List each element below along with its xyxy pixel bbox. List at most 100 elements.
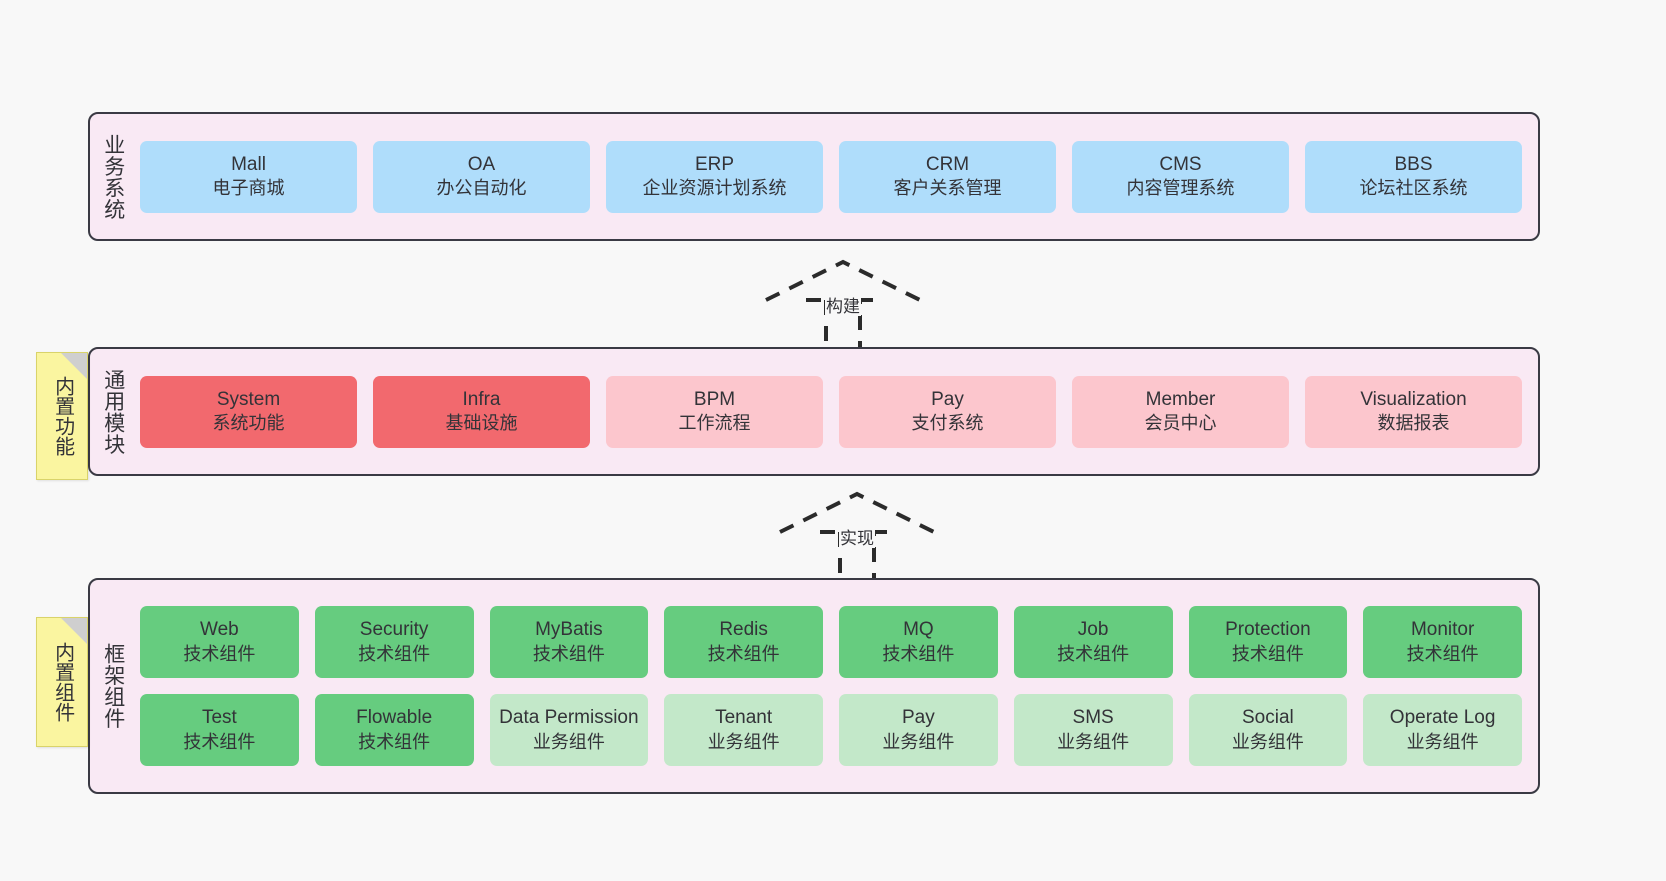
card-row: System 系统功能 Infra 基础设施 BPM 工作流程 Pay 支付系统… bbox=[140, 375, 1522, 448]
card-title: Tenant bbox=[715, 707, 773, 729]
card-operate-log[interactable]: Operate Log 业务组件 bbox=[1363, 694, 1522, 766]
card-pay[interactable]: Pay 支付系统 bbox=[839, 375, 1056, 448]
card-title: MQ bbox=[903, 619, 934, 641]
card-subtitle: 技术组件 bbox=[1231, 643, 1304, 664]
card-mall[interactable]: Mall 电子商城 bbox=[140, 140, 357, 213]
card-subtitle: 技术组件 bbox=[358, 731, 431, 752]
connector-implement-label-wrap: 实现 bbox=[772, 524, 942, 549]
card-subtitle: 系统功能 bbox=[212, 413, 285, 434]
card-title: Job bbox=[1077, 619, 1109, 641]
card-subtitle: 办公自动化 bbox=[436, 178, 527, 199]
card-subtitle: 技术组件 bbox=[1057, 643, 1130, 664]
layer-framework-components-title: 框架组件 bbox=[101, 643, 125, 729]
card-redis[interactable]: Redis 技术组件 bbox=[664, 606, 823, 678]
card-title: BBS bbox=[1394, 153, 1433, 175]
connector-build: 构建 bbox=[758, 258, 928, 358]
card-mq[interactable]: MQ 技术组件 bbox=[839, 606, 998, 678]
card-visualization[interactable]: Visualization 数据报表 bbox=[1305, 375, 1522, 448]
card-pay-component[interactable]: Pay 业务组件 bbox=[839, 694, 998, 766]
card-infra[interactable]: Infra 基础设施 bbox=[373, 375, 590, 448]
note-builtin-function-label: 内置功能 bbox=[51, 376, 74, 456]
card-title: Member bbox=[1145, 388, 1216, 410]
card-title: Pay bbox=[902, 707, 935, 729]
card-subtitle: 业务组件 bbox=[882, 731, 955, 752]
layer-framework-components: 框架组件 Web 技术组件 Security 技术组件 MyBatis 技术组件… bbox=[88, 578, 1540, 794]
connector-build-label-wrap: 构建 bbox=[758, 292, 928, 317]
note-builtin-component: 内置组件 bbox=[36, 617, 88, 747]
card-erp[interactable]: ERP 企业资源计划系统 bbox=[606, 140, 823, 213]
card-title: Monitor bbox=[1410, 619, 1475, 641]
card-system[interactable]: System 系统功能 bbox=[140, 375, 357, 448]
card-subtitle: 业务组件 bbox=[707, 731, 780, 752]
card-title: Redis bbox=[719, 619, 768, 641]
card-title: CMS bbox=[1159, 153, 1202, 175]
card-title: Visualization bbox=[1360, 388, 1467, 410]
card-subtitle: 工作流程 bbox=[678, 413, 751, 434]
card-subtitle: 技术组件 bbox=[882, 643, 955, 664]
card-tenant[interactable]: Tenant 业务组件 bbox=[664, 694, 823, 766]
card-subtitle: 论坛社区系统 bbox=[1359, 178, 1468, 199]
layer-business-systems-body: Mall 电子商城 OA 办公自动化 ERP 企业资源计划系统 CRM 客户关系… bbox=[136, 114, 1538, 239]
card-title: Protection bbox=[1225, 619, 1311, 641]
card-title: Data Permission bbox=[499, 707, 639, 729]
note-builtin-component-label: 内置组件 bbox=[51, 642, 74, 722]
card-title: Web bbox=[200, 619, 239, 641]
layer-common-modules: 通用模块 System 系统功能 Infra 基础设施 BPM 工作流程 Pay… bbox=[88, 347, 1540, 476]
card-title: SMS bbox=[1072, 707, 1114, 729]
card-bpm[interactable]: BPM 工作流程 bbox=[606, 375, 823, 448]
card-job[interactable]: Job 技术组件 bbox=[1013, 606, 1173, 678]
card-subtitle: 企业资源计划系统 bbox=[642, 178, 787, 199]
card-crm[interactable]: CRM 客户关系管理 bbox=[839, 140, 1056, 213]
card-title: MyBatis bbox=[535, 619, 603, 641]
card-subtitle: 数据报表 bbox=[1377, 413, 1450, 434]
card-flowable[interactable]: Flowable 技术组件 bbox=[314, 694, 474, 766]
card-title: OA bbox=[467, 153, 496, 175]
card-row: Mall 电子商城 OA 办公自动化 ERP 企业资源计划系统 CRM 客户关系… bbox=[140, 140, 1522, 213]
folded-corner-icon bbox=[61, 618, 87, 644]
card-title: Infra bbox=[462, 388, 501, 410]
card-protection[interactable]: Protection 技术组件 bbox=[1188, 606, 1348, 678]
card-title: Flowable bbox=[356, 707, 433, 729]
note-builtin-function: 内置功能 bbox=[36, 352, 88, 480]
card-mybatis[interactable]: MyBatis 技术组件 bbox=[489, 606, 649, 678]
card-test[interactable]: Test 技术组件 bbox=[140, 694, 299, 766]
card-subtitle: 业务组件 bbox=[1406, 731, 1479, 752]
card-cms[interactable]: CMS 内容管理系统 bbox=[1072, 140, 1289, 213]
connector-implement-label: 实现 bbox=[839, 529, 875, 548]
card-data-permission[interactable]: Data Permission 业务组件 bbox=[489, 694, 649, 766]
card-bbs[interactable]: BBS 论坛社区系统 bbox=[1305, 140, 1522, 213]
card-sms[interactable]: SMS 业务组件 bbox=[1013, 694, 1173, 766]
card-member[interactable]: Member 会员中心 bbox=[1072, 375, 1289, 448]
connector-build-label: 构建 bbox=[825, 297, 861, 316]
layer-business-systems-title: 业务系统 bbox=[101, 133, 125, 220]
card-title: Operate Log bbox=[1389, 707, 1496, 729]
card-subtitle: 技术组件 bbox=[707, 643, 780, 664]
card-security[interactable]: Security 技术组件 bbox=[314, 606, 474, 678]
card-row: Web 技术组件 Security 技术组件 MyBatis 技术组件 Redi… bbox=[140, 606, 1522, 678]
card-subtitle: 内容管理系统 bbox=[1126, 178, 1235, 199]
card-row: Test 技术组件 Flowable 技术组件 Data Permission … bbox=[140, 694, 1522, 766]
card-subtitle: 业务组件 bbox=[532, 731, 605, 752]
card-title: BPM bbox=[693, 388, 736, 410]
card-title: Pay bbox=[931, 388, 964, 410]
card-subtitle: 会员中心 bbox=[1144, 413, 1217, 434]
layer-framework-components-body: Web 技术组件 Security 技术组件 MyBatis 技术组件 Redi… bbox=[136, 580, 1538, 792]
card-title: Test bbox=[201, 707, 237, 729]
card-title: CRM bbox=[925, 153, 970, 175]
card-title: Social bbox=[1242, 707, 1294, 729]
card-subtitle: 技术组件 bbox=[532, 643, 605, 664]
card-subtitle: 业务组件 bbox=[1231, 731, 1304, 752]
card-subtitle: 客户关系管理 bbox=[893, 178, 1002, 199]
card-social[interactable]: Social 业务组件 bbox=[1188, 694, 1348, 766]
card-subtitle: 基础设施 bbox=[445, 413, 518, 434]
card-title: Mall bbox=[231, 153, 266, 175]
card-title: ERP bbox=[694, 153, 735, 175]
card-monitor[interactable]: Monitor 技术组件 bbox=[1363, 606, 1522, 678]
card-oa[interactable]: OA 办公自动化 bbox=[373, 140, 590, 213]
card-subtitle: 业务组件 bbox=[1057, 731, 1130, 752]
card-subtitle: 技术组件 bbox=[1406, 643, 1479, 664]
connector-implement: 实现 bbox=[772, 490, 942, 590]
card-subtitle: 技术组件 bbox=[183, 643, 256, 664]
card-web[interactable]: Web 技术组件 bbox=[140, 606, 299, 678]
card-title: System bbox=[216, 388, 281, 410]
